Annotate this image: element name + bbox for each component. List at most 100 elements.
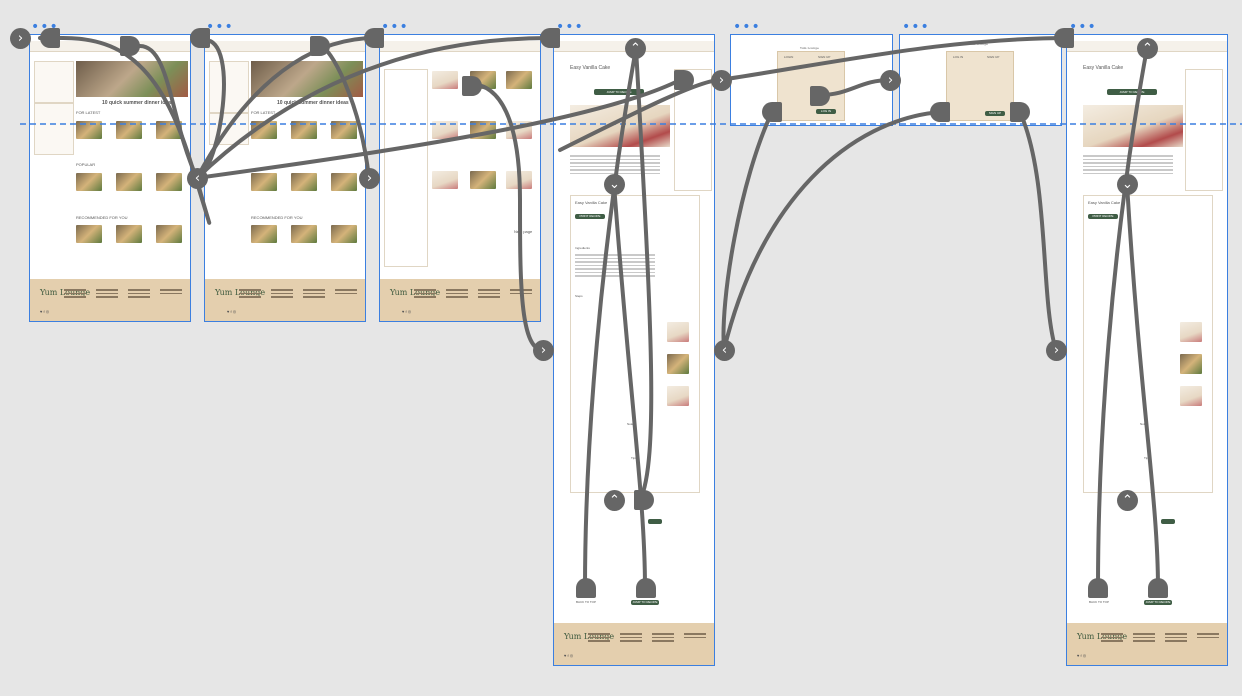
nav-node-up[interactable]: ⌃: [604, 490, 625, 511]
signup-tab[interactable]: SIGN UP: [987, 55, 1000, 59]
recipe-thumb[interactable]: [331, 121, 357, 139]
nav-node-right[interactable]: ›: [880, 70, 901, 91]
result-thumb[interactable]: [470, 171, 496, 189]
login-submit-button[interactable]: LOG IN: [816, 109, 836, 114]
signup-submit-button[interactable]: SIGN UP: [985, 111, 1005, 116]
recipe-thumb[interactable]: [291, 173, 317, 191]
print-recipe-button[interactable]: PRINT RECIPE: [575, 214, 605, 219]
prototype-handle[interactable]: [930, 102, 950, 122]
recipe-thumb[interactable]: [156, 121, 182, 139]
nav-node-up[interactable]: ⌃: [1137, 38, 1158, 59]
prototype-handle[interactable]: [120, 36, 140, 56]
back-to-top-link[interactable]: BACK TO TOP: [576, 600, 596, 604]
board-signup[interactable]: Yum Lounge LOG IN SIGN UP SIGN UP: [899, 34, 1062, 126]
nav-node-right[interactable]: ›: [1046, 340, 1067, 361]
nav-bar[interactable]: [380, 41, 540, 52]
result-thumb[interactable]: [432, 71, 458, 89]
jump-to-recipe-top[interactable]: JUMP TO RECIPE: [1107, 89, 1157, 95]
recipe-thumb[interactable]: [331, 225, 357, 243]
back-to-top-link[interactable]: BACK TO TOP: [1089, 600, 1109, 604]
prototype-handle[interactable]: [1088, 578, 1108, 598]
recipe-thumb[interactable]: [331, 173, 357, 191]
footer-social-icons[interactable]: ♥ f ◎: [40, 309, 50, 314]
recipe-thumb[interactable]: [251, 121, 277, 139]
comment-submit-button[interactable]: [648, 519, 662, 524]
prototype-handle[interactable]: [462, 76, 482, 96]
footer-links[interactable]: [588, 631, 706, 644]
prototype-handle[interactable]: [576, 578, 596, 598]
footer-social-icons[interactable]: ♥ f ◎: [564, 653, 574, 658]
signup-modal[interactable]: Yum Lounge LOG IN SIGN UP SIGN UP: [946, 42, 1014, 121]
board-home[interactable]: 10 quick summer dinner ideas FOR LATEST …: [29, 34, 191, 322]
board-home-scrolled[interactable]: 10 quick summer dinner ideas FOR LATEST …: [204, 34, 366, 322]
recipe-thumb[interactable]: [76, 121, 102, 139]
recipe-thumb[interactable]: [251, 225, 277, 243]
footer-social-icons[interactable]: ♥ f ◎: [227, 309, 237, 314]
filter-panel[interactable]: [384, 69, 428, 267]
prototype-handle[interactable]: [1010, 102, 1030, 122]
result-thumb[interactable]: [506, 171, 532, 189]
recipe-hero-image[interactable]: [1083, 105, 1183, 147]
prototype-handle[interactable]: [636, 578, 656, 598]
prototype-handle[interactable]: [540, 28, 560, 48]
footer-links[interactable]: [1101, 631, 1219, 644]
prototype-handle[interactable]: [190, 28, 210, 48]
related-recipes[interactable]: [1185, 69, 1223, 191]
hero-image[interactable]: [76, 61, 188, 97]
prototype-handle[interactable]: [310, 36, 330, 56]
print-recipe-button[interactable]: PRINT RECIPE: [1088, 214, 1118, 219]
recipe-thumb[interactable]: [116, 121, 142, 139]
recipe-thumb[interactable]: [156, 225, 182, 243]
footer-social-icons[interactable]: ♥ f ◎: [1077, 653, 1087, 658]
recipe-thumb[interactable]: [291, 121, 317, 139]
nav-node-right[interactable]: ›: [533, 340, 554, 361]
board-recipe-logged-in[interactable]: Easy Vanilla Cake JUMP TO RECIPE Easy Va…: [1066, 34, 1228, 666]
recipe-thumb[interactable]: [76, 225, 102, 243]
nav-node-down[interactable]: ⌄: [604, 174, 625, 195]
result-thumb[interactable]: [506, 121, 532, 139]
result-thumb[interactable]: [506, 71, 532, 89]
prototype-handle[interactable]: [674, 70, 694, 90]
recipe-hero-image[interactable]: [570, 105, 670, 147]
signup-tab[interactable]: SIGN UP: [818, 55, 831, 59]
prototype-handle[interactable]: [762, 102, 782, 122]
board-search-results[interactable]: Next page Yum Lounge ♥ f ◎: [379, 34, 541, 322]
footer-links[interactable]: [239, 287, 357, 300]
recipe-thumb[interactable]: [116, 173, 142, 191]
nav-node-down[interactable]: ⌄: [1117, 174, 1138, 195]
prototype-handle[interactable]: [1148, 578, 1168, 598]
nav-node-up[interactable]: ⌃: [1117, 490, 1138, 511]
nav-node-left[interactable]: ‹: [714, 340, 735, 361]
board-login[interactable]: Yum Lounge LOGIN SIGN UP LOG IN: [730, 34, 893, 126]
prototype-handle[interactable]: [1054, 28, 1074, 48]
prototype-handle[interactable]: [364, 28, 384, 48]
nav-node-right[interactable]: ›: [711, 70, 732, 91]
footer-social-icons[interactable]: ♥ f ◎: [402, 309, 412, 314]
result-thumb[interactable]: [432, 121, 458, 139]
recipe-thumb[interactable]: [251, 173, 277, 191]
footer-links[interactable]: [64, 287, 182, 300]
recipe-thumb[interactable]: [116, 225, 142, 243]
login-tab[interactable]: LOGIN: [784, 55, 794, 59]
footer-links[interactable]: [414, 287, 532, 300]
hero-image[interactable]: [251, 61, 363, 97]
result-thumb[interactable]: [470, 121, 496, 139]
nav-node-up[interactable]: ⌃: [625, 38, 646, 59]
jump-to-recipe-top[interactable]: JUMP TO RECIPE: [594, 89, 644, 95]
nav-node-left[interactable]: ‹: [187, 168, 208, 189]
jump-to-recipe-bottom[interactable]: JUMP TO RECIPE: [1144, 600, 1172, 605]
board-recipe[interactable]: Easy Vanilla Cake JUMP TO RECIPE Easy Va…: [553, 34, 715, 666]
prototype-handle[interactable]: [810, 86, 830, 106]
recipe-thumb[interactable]: [76, 173, 102, 191]
recipe-thumb[interactable]: [156, 173, 182, 191]
nav-node-right[interactable]: ›: [10, 28, 31, 49]
prototype-handle[interactable]: [634, 490, 654, 510]
result-thumb[interactable]: [432, 171, 458, 189]
jump-to-recipe-bottom[interactable]: JUMP TO RECIPE: [631, 600, 659, 605]
nav-bar[interactable]: [205, 41, 365, 52]
login-tab[interactable]: LOG IN: [953, 55, 964, 59]
recipe-thumb[interactable]: [291, 225, 317, 243]
nav-node-right[interactable]: ›: [359, 168, 380, 189]
comment-submit-button[interactable]: [1161, 519, 1175, 524]
prototype-handle[interactable]: [40, 28, 60, 48]
